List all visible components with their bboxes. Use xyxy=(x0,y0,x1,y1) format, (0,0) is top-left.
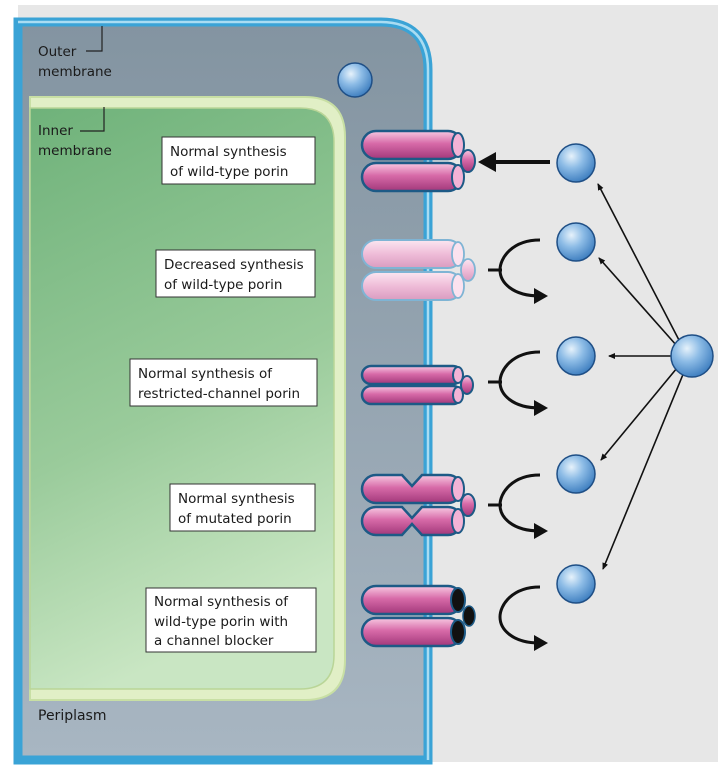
antibiotic-source xyxy=(670,334,714,378)
periplasm-label: Periplasm xyxy=(38,708,107,724)
antibiotic-5 xyxy=(556,564,596,604)
deflection-arrow-3 xyxy=(488,350,548,416)
inner-membrane-leader xyxy=(80,107,105,132)
outer-membrane-label: Outer membrane xyxy=(38,44,112,80)
antibiotic-3 xyxy=(556,336,596,376)
porin-mutated xyxy=(360,473,476,537)
porin-with-channel-blocker xyxy=(360,584,476,648)
antibiotic-4 xyxy=(556,454,596,494)
deflection-arrow-2 xyxy=(488,238,548,304)
porin-wild-type xyxy=(360,129,476,193)
antibiotic-2 xyxy=(556,222,596,262)
porin-restricted-channel xyxy=(360,364,474,406)
entry-arrow xyxy=(478,152,550,172)
deflection-arrow-4 xyxy=(488,473,548,539)
deflection-arrow-5 xyxy=(498,585,548,651)
porin-faded xyxy=(361,239,476,301)
periplasmic-antibiotic xyxy=(337,62,373,98)
antibiotic-1 xyxy=(556,143,596,183)
outer-membrane-leader xyxy=(86,26,103,52)
source-arrows xyxy=(597,183,685,570)
inner-membrane-label: Inner membrane xyxy=(38,123,112,159)
